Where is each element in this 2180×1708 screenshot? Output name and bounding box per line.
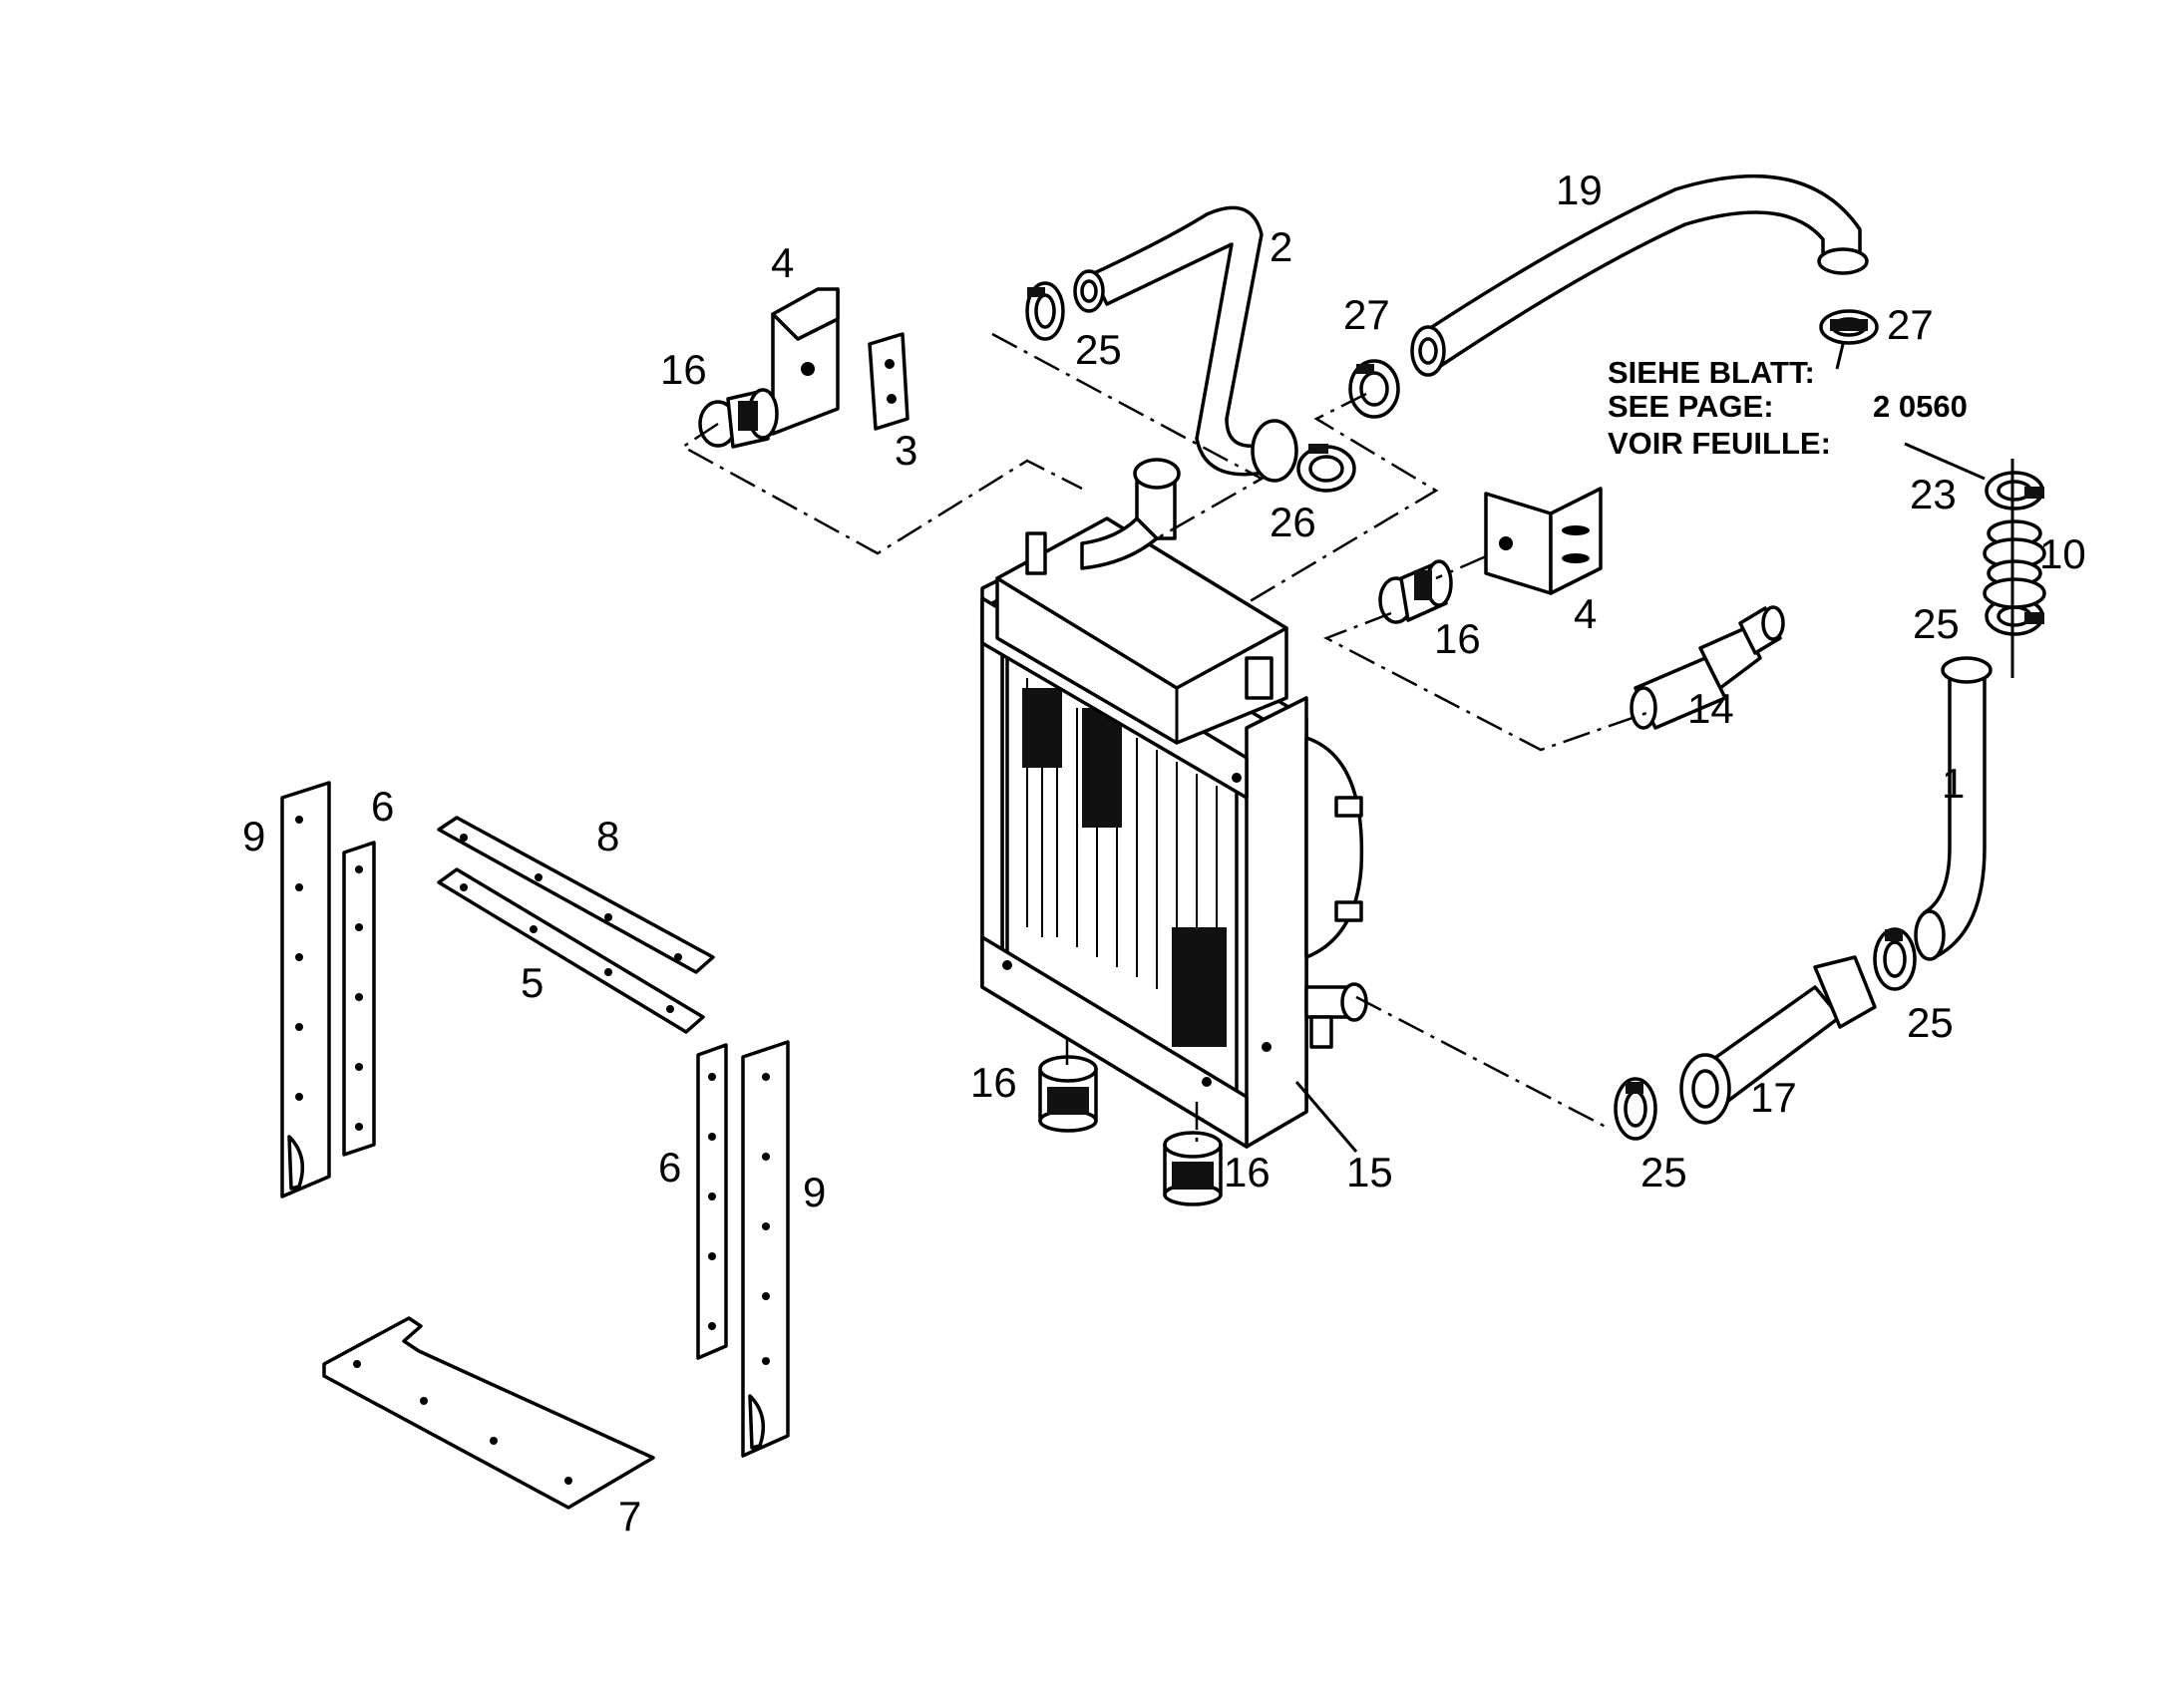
clamp-25-right-bottom	[1873, 927, 1917, 991]
bracket-4-right	[1484, 487, 1603, 595]
assembly-lines	[680, 332, 1656, 1145]
plate-7	[322, 1316, 655, 1510]
bracket-4-left	[771, 287, 840, 436]
callout-27-right: 27	[1887, 301, 1934, 348]
note-line-french: VOIR FEUILLE:	[1608, 426, 1831, 461]
callout-25-right-bottom: 25	[1907, 999, 1954, 1046]
callout-6-right: 6	[658, 1144, 681, 1191]
callout-10: 10	[2039, 530, 2086, 577]
callout-16-bottom-right: 16	[1224, 1149, 1271, 1196]
clamp-23	[1985, 471, 2044, 511]
callout-14: 14	[1687, 685, 1734, 732]
strip-6-right	[696, 1043, 728, 1360]
radiator-assembly	[980, 458, 1368, 1149]
clamp-26	[1296, 444, 1356, 493]
callout-5: 5	[521, 959, 544, 1006]
note-line-english: SEE PAGE:	[1608, 389, 1774, 424]
callout-27-left: 27	[1343, 291, 1390, 338]
callout-19: 19	[1556, 167, 1603, 213]
callout-8: 8	[596, 813, 619, 859]
callout-15: 15	[1346, 1149, 1393, 1196]
strip-9-right	[741, 1040, 790, 1458]
note-page-number: 2 0560	[1873, 389, 1968, 424]
hose-2	[1073, 205, 1298, 483]
callout-9-left: 9	[242, 813, 265, 859]
hose-19	[1410, 173, 1869, 377]
bar-5	[437, 867, 705, 1034]
mount-16-top-left	[698, 388, 779, 449]
callout-26: 26	[1270, 499, 1316, 545]
clamp-25-top	[1025, 281, 1065, 341]
radiator-fins	[1022, 678, 1227, 1047]
clamp-27-right	[1819, 309, 1879, 345]
plate-3	[868, 332, 909, 431]
hose-17	[1679, 955, 1877, 1125]
callout-25-bottom: 25	[1640, 1149, 1687, 1196]
clamp-25-bottom	[1614, 1077, 1657, 1141]
leader-lines	[1294, 343, 2014, 1153]
mount-16-bottom-left	[1038, 1055, 1098, 1133]
mount-16-right	[1378, 559, 1453, 624]
note-line-german: SIEHE BLATT:	[1608, 355, 1815, 390]
callout-2: 2	[1270, 223, 1292, 270]
bellows-10	[1983, 519, 2046, 609]
hose-clamps	[1025, 281, 2044, 1141]
callout-16-right: 16	[1434, 615, 1481, 662]
callout-4-left: 4	[771, 239, 794, 286]
strip-6-left	[342, 841, 376, 1157]
callout-16-top-left: 16	[660, 346, 707, 393]
callout-25-top: 25	[1075, 326, 1122, 373]
fitting-14	[1630, 605, 1785, 730]
bar-8	[437, 816, 715, 974]
hose-1	[1914, 656, 1993, 961]
callout-4-right: 4	[1574, 590, 1597, 637]
callout-6-left: 6	[371, 783, 394, 830]
callout-9-right: 9	[803, 1169, 826, 1215]
callout-25-right-top: 25	[1913, 600, 1960, 647]
clamp-27-left	[1348, 359, 1400, 419]
callout-1: 1	[1942, 760, 1965, 807]
page-reference-note: SIEHE BLATT: SEE PAGE: VOIR FEUILLE: 2 0…	[1608, 355, 1968, 461]
callout-3: 3	[895, 427, 917, 474]
strip-9-left	[280, 781, 331, 1198]
callout-17: 17	[1750, 1074, 1797, 1121]
callout-23: 23	[1910, 471, 1957, 517]
callout-16-bottom-left: 16	[970, 1059, 1017, 1106]
callout-7: 7	[618, 1493, 641, 1539]
mount-16-bottom-right	[1163, 1131, 1223, 1206]
callout-numbers: 1 2 3 4 4 5 6 6 7 8 9 9 10 14 15 16 16 1…	[242, 167, 2086, 1539]
